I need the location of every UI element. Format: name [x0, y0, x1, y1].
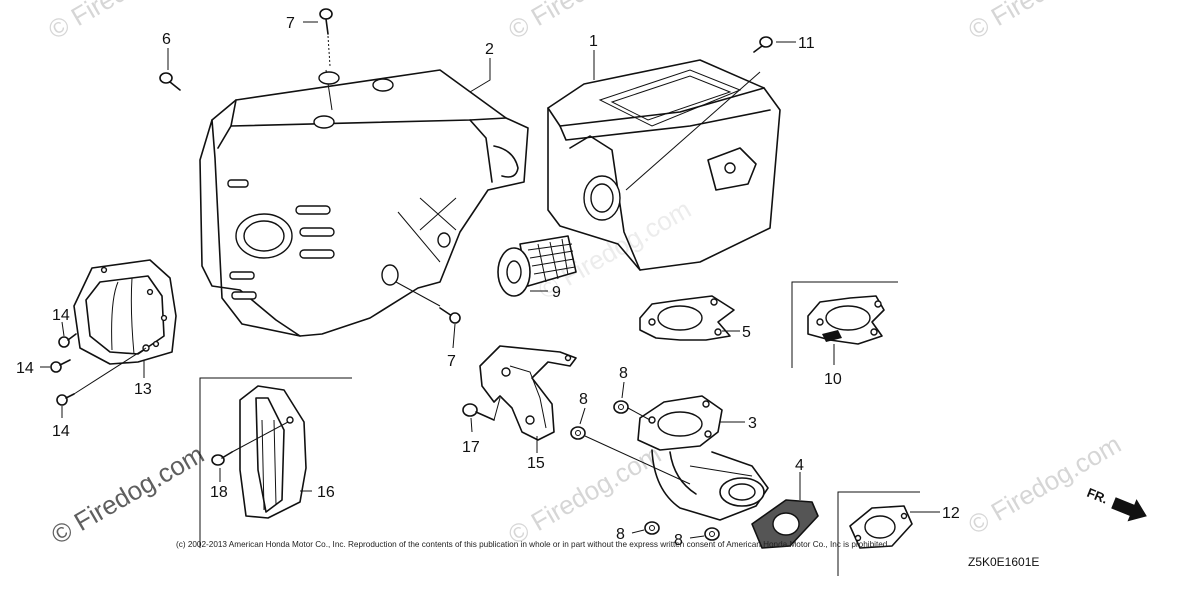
- nut-8: [704, 527, 720, 541]
- callout-2: 2: [485, 41, 494, 58]
- screw-14: [58, 333, 77, 348]
- part-13-deflector: [73, 259, 177, 365]
- callout-14: 14: [52, 423, 70, 440]
- callout-13: 13: [134, 381, 152, 398]
- callout-3: 3: [748, 415, 757, 432]
- screw-11: [753, 36, 773, 53]
- nut-8: [613, 400, 651, 421]
- front-label: FR.: [1085, 485, 1110, 507]
- callout-5: 5: [742, 324, 751, 341]
- screw-18: [211, 421, 289, 466]
- nut-8: [570, 426, 691, 485]
- front-arrow-icon: [1111, 497, 1147, 522]
- watermark-layer: © Firedog.com © Firedog.com © Firedog.co…: [43, 0, 1126, 550]
- callout-7: 7: [447, 353, 456, 370]
- callout-11: 11: [798, 35, 815, 52]
- front-direction-indicator: FR.: [1085, 485, 1147, 522]
- bolt-6: [159, 72, 181, 91]
- watermark: © Firedog.com: [43, 0, 206, 45]
- part-9-spark-arrester: [497, 235, 577, 297]
- callout-8: 8: [619, 365, 628, 382]
- callout-8: 8: [579, 391, 588, 408]
- part-16-protector: [199, 377, 352, 548]
- bolt-7-bottom: [395, 281, 461, 324]
- callout-15: 15: [527, 455, 545, 472]
- watermark: © Firedog.com: [963, 0, 1126, 45]
- leader-lines: [40, 21, 940, 539]
- callout-1: 1: [589, 33, 598, 50]
- part-3-exhaust-pipe: [637, 395, 769, 521]
- leader-line: [73, 347, 147, 395]
- part-5-gasket: [639, 295, 735, 341]
- callout-8: 8: [674, 532, 683, 549]
- diagram-code: Z5K0E1601E: [968, 555, 1039, 569]
- screw-14: [56, 393, 75, 406]
- bolt-7-top: [319, 8, 333, 67]
- callouts: 6 7 2 1 11 9 5 10 7 3 4 12 14 14 14 13 1…: [16, 15, 960, 549]
- callout-10: 10: [824, 371, 842, 388]
- part-15-bracket: [479, 345, 577, 441]
- callout-9: 9: [552, 284, 561, 301]
- callout-18: 18: [210, 484, 228, 501]
- callout-7: 7: [286, 15, 295, 32]
- callout-16: 16: [317, 484, 335, 501]
- part-1-muffler: [547, 59, 781, 271]
- callout-8: 8: [616, 526, 625, 543]
- part-2-muffler-protector: [199, 69, 529, 337]
- bolt-17: [462, 397, 501, 421]
- watermark: © Firedog.com: [963, 429, 1126, 540]
- fasteners: [50, 8, 773, 541]
- part-4-gasket: [751, 499, 819, 549]
- watermark: © Firedog.com: [46, 439, 209, 550]
- copyright-notice: (c) 2002-2013 American Honda Motor Co., …: [176, 540, 890, 549]
- callout-14: 14: [16, 360, 34, 377]
- callout-12: 12: [942, 505, 960, 522]
- callout-14: 14: [52, 307, 70, 324]
- watermark: © Firedog.com: [503, 0, 666, 45]
- part-12-gasket: [837, 491, 920, 576]
- nut-8: [644, 521, 660, 535]
- callout-17: 17: [462, 439, 480, 456]
- callout-4: 4: [795, 457, 804, 474]
- callout-6: 6: [162, 31, 171, 48]
- screw-14: [50, 359, 71, 373]
- part-10-gasket: [791, 281, 898, 368]
